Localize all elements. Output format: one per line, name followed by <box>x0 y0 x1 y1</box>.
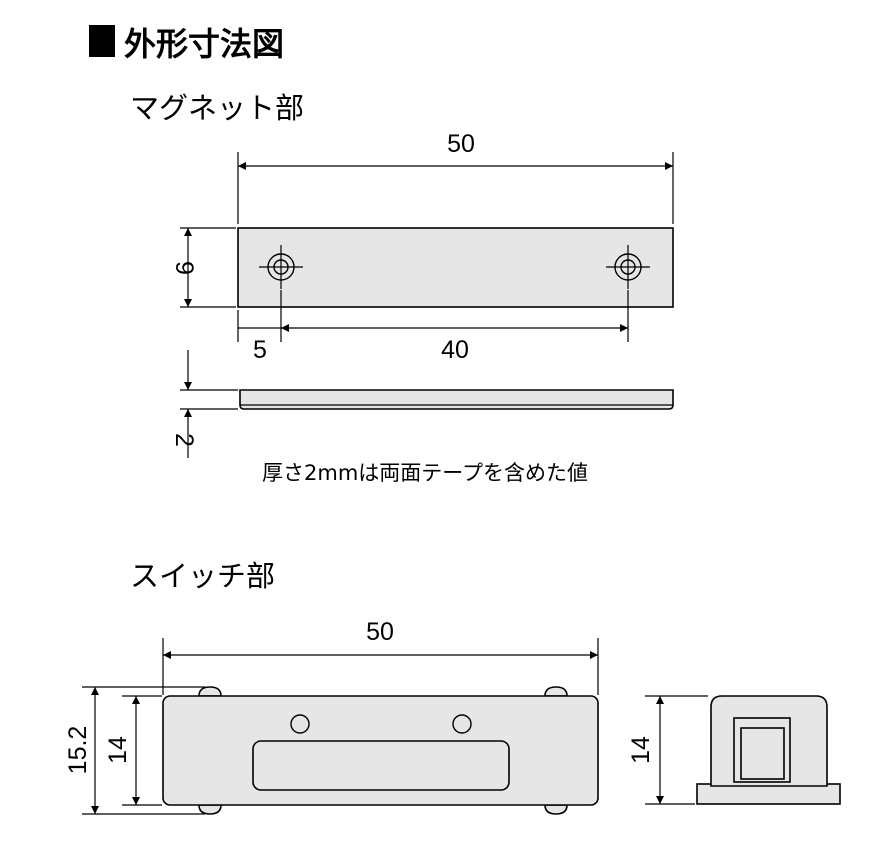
magnet-hole-offset-label: 5 <box>253 336 267 364</box>
switch-front-view <box>162 686 599 815</box>
switch-height-dimensions: 15.2 14 <box>64 686 205 815</box>
switch-hole-left <box>290 714 310 734</box>
magnet-length-label: 50 <box>447 130 475 158</box>
magnet-thickness-dimension: 2 <box>170 350 238 458</box>
magnet-thickness-label: 2 <box>170 433 198 447</box>
switch-side-height-label: 14 <box>627 736 655 764</box>
magnet-heading: マグネット部 <box>130 91 304 125</box>
switch-length-dimension: 50 <box>162 618 599 695</box>
magnet-width-label: 9 <box>170 261 198 275</box>
switch-heading: スイッチ部 <box>130 559 275 593</box>
page-title-text: 外形寸法図 <box>124 25 284 63</box>
magnet-width-dimension: 9 <box>170 227 236 308</box>
switch-window <box>252 740 510 791</box>
switch-overall-height-label: 15.2 <box>64 726 92 775</box>
switch-body-height-label: 14 <box>104 736 132 764</box>
switch-side-height-dimension: 14 <box>627 695 708 805</box>
thickness-note: 厚さ2mmは両面テープを含めた値 <box>262 461 588 485</box>
magnet-side-view <box>239 389 674 410</box>
page-title: 外形寸法図 <box>89 25 284 63</box>
magnet-length-dimension: 50 <box>237 130 674 224</box>
mounting-hole-left <box>259 245 303 289</box>
magnet-top-view <box>237 227 674 308</box>
magnet-hole-pitch-label: 40 <box>441 336 469 364</box>
switch-side-view <box>696 695 841 805</box>
switch-length-label: 50 <box>366 618 394 646</box>
magnet-hole-dimensions: 5 40 <box>237 290 629 364</box>
mounting-hole-right <box>606 245 650 289</box>
title-square-icon <box>89 25 115 57</box>
switch-hole-right <box>452 714 472 734</box>
